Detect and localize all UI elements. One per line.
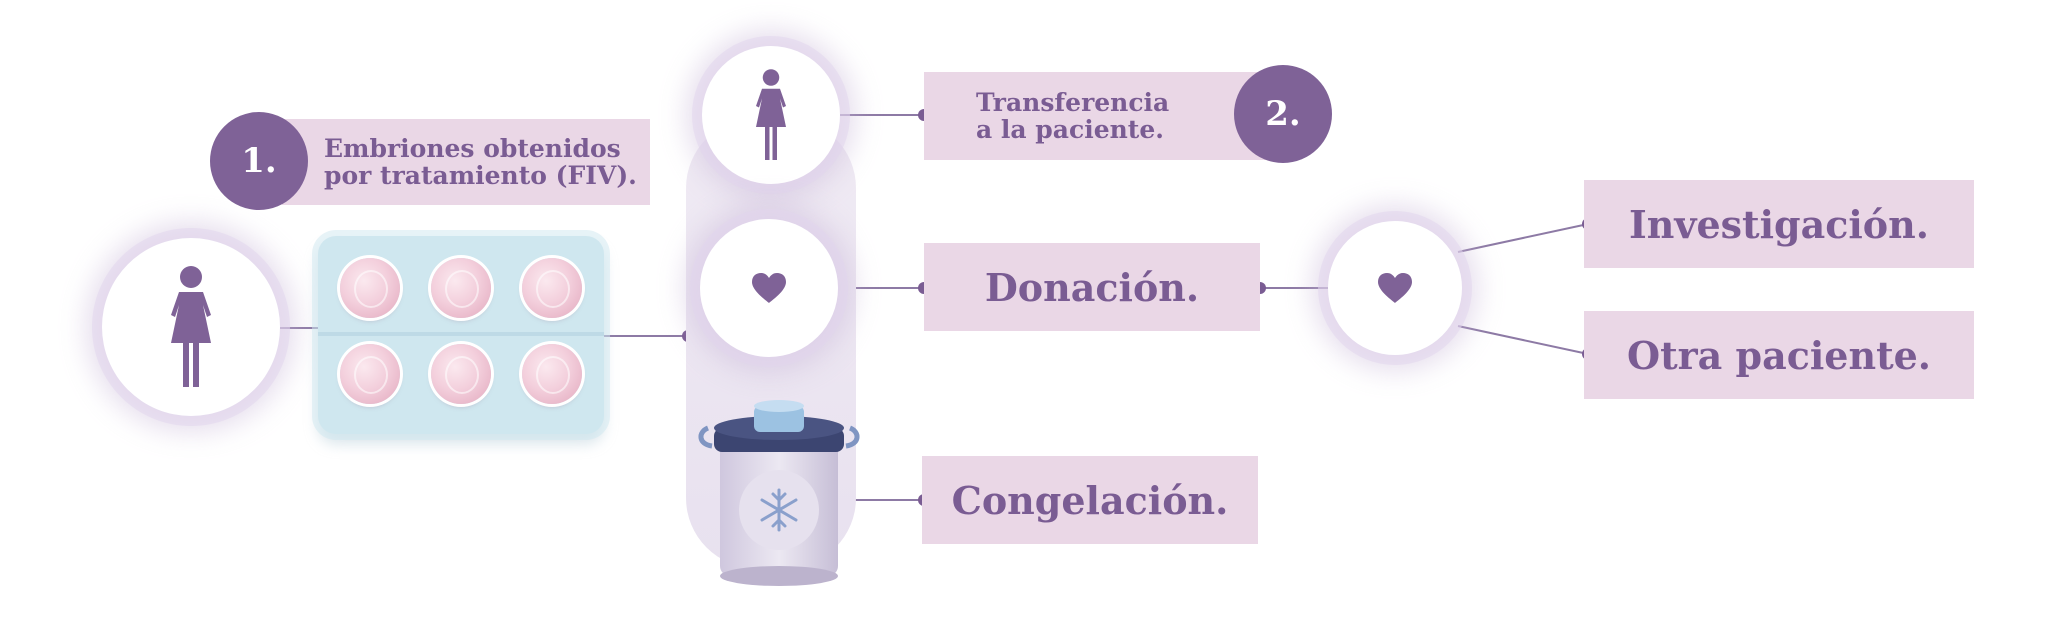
embryo-tray [318,236,604,434]
donation-label: Donación. [924,243,1260,331]
freezing-text: Congelación. [951,477,1229,523]
transfer-circle [702,46,840,184]
connector-research [1457,223,1589,253]
step1-line2: por tratamiento (FIV). [324,161,637,190]
donation-destination-circle [1328,221,1462,355]
step1-label: Embriones obtenidos por tratamiento (FIV… [282,119,650,205]
step2-label: Transferencia a la paciente. [924,72,1284,160]
woman-icon [756,69,786,160]
donation-text: Donación. [984,264,1200,310]
embryo [522,258,582,318]
step2-number: 2. [1234,65,1332,163]
other-patient-text: Otra paciente. [1626,332,1932,378]
freezing-label: Congelación. [922,456,1258,544]
step2-line2: a la paciente. [976,115,1164,144]
research-text: Investigación. [1628,201,1929,247]
step2-line1: Transferencia [976,88,1170,117]
patient-circle [102,238,280,416]
step1-line1: Embriones obtenidos [324,134,621,163]
woman-icon [171,266,211,387]
cryo-tank [698,400,860,586]
other-patient-label: Otra paciente. [1584,311,1974,399]
embryo [431,258,491,318]
connector-other-patient [1457,325,1589,355]
embryo [340,258,400,318]
snowflake-icon [760,488,798,532]
embryo [431,344,491,404]
heart-icon [752,273,786,303]
tray-divider [318,332,604,336]
embryo [522,344,582,404]
donation-circle [700,219,838,357]
heart-icon [1378,273,1412,303]
research-label: Investigación. [1584,180,1974,268]
embryo [340,344,400,404]
step1-number: 1. [210,112,308,210]
